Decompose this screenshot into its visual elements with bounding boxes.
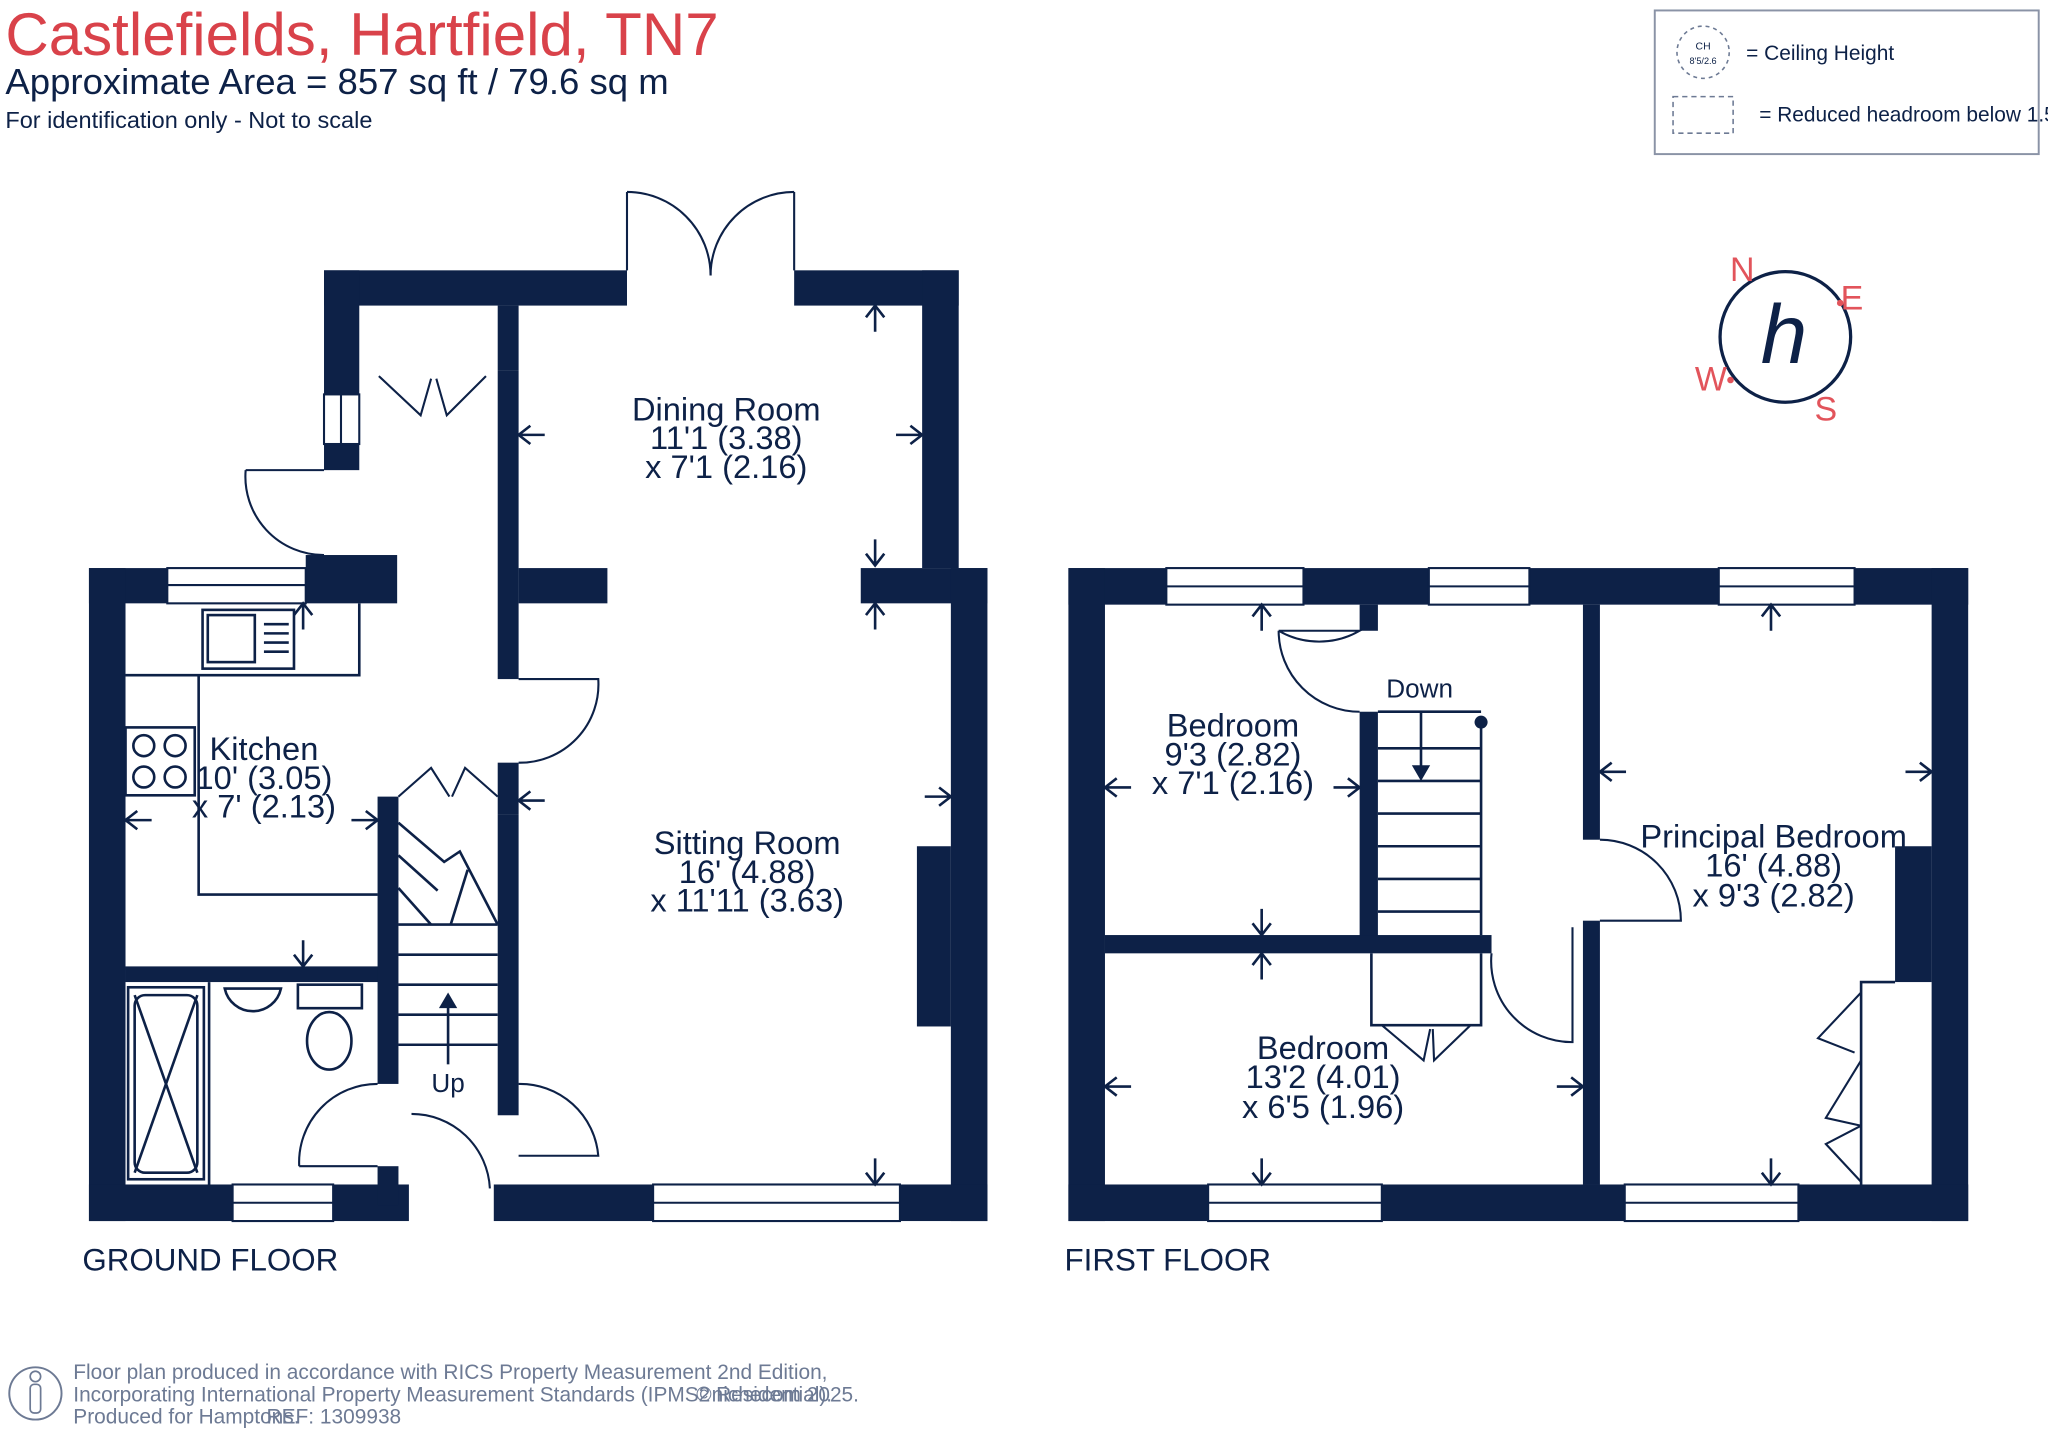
bedroom-small-label: Bedroom 9'3 (2.82) x 7'1 (2.16) (1152, 707, 1314, 801)
stairs-down-label: Down (1386, 673, 1453, 703)
legend-reduced-headroom: = Reduced headroom below 1.5m (1759, 103, 2048, 126)
bedroom-small-dim2: x 7'1 (2.16) (1152, 764, 1314, 801)
principal-bedroom-label: Principal Bedroom 16' (4.88) x 9'3 (2.82… (1640, 818, 1907, 914)
kitchen-dim2: x 7' (2.13) (192, 788, 336, 825)
footer-line-1: Floor plan produced in accordance with R… (73, 1361, 827, 1384)
footer: Floor plan produced in accordance with R… (8, 1361, 859, 1428)
principal-bedroom-name: Principal Bedroom (1640, 818, 1907, 855)
compass-south: S (1815, 391, 1838, 429)
ground-floor-walls (88, 270, 988, 1222)
compass: h N E S W (1695, 251, 1863, 429)
kitchen-label: Kitchen 10' (3.05) x 7' (2.13) (192, 730, 336, 824)
bedroom-small-name: Bedroom (1167, 707, 1299, 744)
ground-floor-fixtures (124, 603, 499, 1185)
sitting-room-name: Sitting Room (654, 824, 841, 861)
first-floor-label: FIRST FLOOR (1064, 1243, 1271, 1278)
footer-line-2: Incorporating International Property Mea… (73, 1383, 832, 1406)
dining-room-dim2: x 7'1 (2.16) (645, 448, 807, 485)
footer-line-3: Produced for Hamptons. (73, 1405, 299, 1428)
bedroom-lower-name: Bedroom (1257, 1029, 1389, 1066)
kitchen-sink (201, 608, 296, 670)
bedroom-small-dim1: 9'3 (2.82) (1165, 735, 1302, 772)
kitchen-name: Kitchen (210, 730, 319, 767)
toilet-cistern (296, 983, 364, 1010)
dining-room-dim1: 11'1 (3.38) (650, 419, 803, 456)
scale-note: For identification only - Not to scale (5, 107, 372, 133)
reduced-headroom-symbol (1672, 95, 1734, 134)
toilet-bowl (305, 1010, 353, 1071)
sitting-room-dim1: 16' (4.88) (679, 853, 816, 890)
bedroom-lower-dim1: 13'2 (4.01) (1246, 1058, 1401, 1095)
principal-bedroom-dim2: x 9'3 (2.82) (1693, 876, 1855, 913)
principal-bedroom-dim1: 16' (4.88) (1705, 846, 1842, 883)
dining-room-name: Dining Room (632, 391, 821, 428)
sitting-room-label: Sitting Room 16' (4.88) x 11'11 (3.63) (650, 824, 844, 918)
footer-copyright: ©nichecom 2025. (696, 1383, 859, 1406)
bedroom-lower-dim2: x 6'5 (1.96) (1242, 1088, 1404, 1125)
ch-symbol-top: CH (1696, 42, 1711, 53)
footer-ref: REF: 1309938 (267, 1405, 402, 1428)
ch-symbol-bottom: 8'5/2.6 (1690, 56, 1717, 66)
kitchen-dim1: 10' (3.05) (196, 759, 333, 796)
approximate-area: Approximate Area = 857 sq ft / 79.6 sq m (5, 61, 668, 102)
stairs-up-label: Up (431, 1068, 464, 1098)
compass-west: W (1695, 360, 1727, 398)
brand-logo-mark: h (1761, 287, 1807, 381)
legend: CH 8'5/2.6 = Ceiling Height = Reduced he… (1653, 9, 2048, 156)
dining-room-label: Dining Room 11'1 (3.38) x 7'1 (2.16) (632, 391, 821, 485)
ground-floor-label: GROUND FLOOR (82, 1243, 338, 1278)
compass-north: N (1730, 251, 1755, 289)
sitting-room-dim2: x 11'11 (3.63) (650, 882, 844, 919)
ground-floor-windows (166, 393, 901, 1223)
first-floor-doors (1277, 629, 1896, 1185)
ground-floor-doors (244, 190, 796, 1189)
stair-arrows (438, 711, 1431, 1065)
compass-east: E (1841, 280, 1864, 318)
measurement-arrows (123, 303, 1934, 1187)
bathroom-basin (223, 987, 283, 1013)
first-floor-walls (1068, 568, 1969, 1222)
first-floor-windows (1165, 567, 1856, 1223)
ceiling-height-symbol (1676, 25, 1730, 80)
legend-ceiling-height: = Ceiling Height (1746, 42, 1894, 65)
first-floor-stairs (1377, 710, 1488, 936)
bedroom-lower-label: Bedroom 13'2 (4.01) x 6'5 (1.96) (1242, 1029, 1404, 1125)
property-title: Castlefields, Hartfield, TN7 (5, 1, 718, 68)
person-icon (8, 1366, 63, 1421)
